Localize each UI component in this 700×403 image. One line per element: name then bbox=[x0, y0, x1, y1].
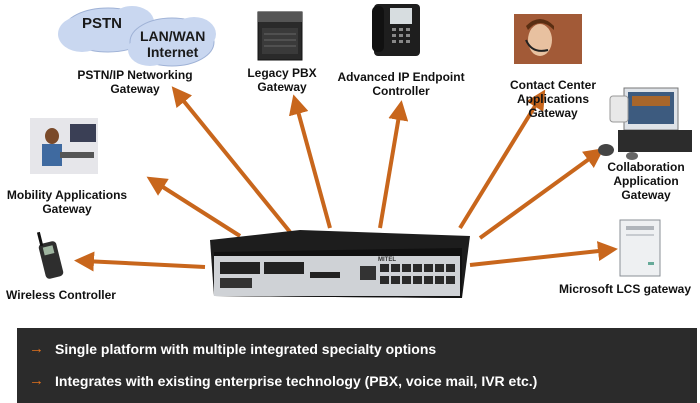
mobility-worker-icon bbox=[30, 118, 98, 174]
label-pstn-gateway: PSTN/IP Networking Gateway bbox=[60, 68, 210, 96]
lan-wan-cloud-label: LAN/WAN Internet bbox=[140, 28, 205, 60]
wireless-phone-icon bbox=[36, 231, 64, 279]
label-line: Advanced IP Endpoint bbox=[337, 70, 465, 84]
collaboration-desk-icon bbox=[598, 87, 692, 160]
device-brand: MITEL bbox=[378, 257, 396, 263]
bullet-text: Integrates with existing enterprise tech… bbox=[55, 372, 538, 389]
arrow-to-pstn-gateway bbox=[171, 86, 292, 234]
label-line: Mobility Applications bbox=[6, 188, 128, 202]
pstn-cloud-icon bbox=[58, 6, 154, 53]
label-lcs: Microsoft LCS gateway bbox=[552, 282, 698, 296]
pstn-cloud-label: PSTN bbox=[82, 16, 122, 32]
label-line: Gateway bbox=[621, 188, 671, 202]
label-line: Gateway bbox=[528, 106, 578, 120]
label-legacy-pbx: Legacy PBX Gateway bbox=[232, 66, 332, 94]
arrow-to-mobility bbox=[146, 176, 242, 238]
arrow-to-contact-center bbox=[458, 89, 546, 230]
pstn-text: PSTN bbox=[82, 15, 123, 32]
banner-bullet-2: → Integrates with existing enterprise te… bbox=[29, 372, 537, 389]
contact-center-agent-icon bbox=[514, 14, 582, 64]
label-ip-endpoint: Advanced IP Endpoint Controller bbox=[326, 70, 476, 98]
label-line: Application bbox=[613, 174, 679, 188]
ip-phone-icon bbox=[372, 4, 420, 56]
internet-text: Internet bbox=[146, 44, 199, 60]
label-mobility: Mobility Applications Gateway bbox=[0, 188, 134, 216]
label-contact-center: Contact Center Applications Gateway bbox=[498, 78, 608, 120]
arrow-to-legacy-pbx bbox=[289, 94, 332, 229]
label-line: Controller bbox=[372, 84, 430, 98]
summary-banner: → Single platform with multiple integrat… bbox=[17, 328, 697, 403]
arrow-right-icon: → bbox=[29, 372, 44, 389]
label-collaboration: Collaboration Application Gateway bbox=[596, 160, 696, 202]
arrow-to-wireless bbox=[74, 251, 206, 272]
label-line: Gateway bbox=[42, 202, 92, 216]
lan-wan-text: LAN/WAN bbox=[140, 28, 206, 44]
pbx-cabinet-icon bbox=[257, 11, 303, 61]
label-line: Microsoft LCS gateway bbox=[558, 282, 692, 296]
label-line: Legacy PBX bbox=[247, 66, 317, 80]
bullet-text: Single platform with multiple integrated… bbox=[55, 340, 437, 357]
label-line: Collaboration bbox=[607, 160, 685, 174]
arrow-to-lcs bbox=[469, 241, 618, 267]
label-line: Wireless Controller bbox=[6, 288, 116, 302]
arrow-to-collaboration bbox=[478, 148, 605, 240]
label-line: Contact Center bbox=[509, 78, 596, 92]
mitel-controller-device: MITEL bbox=[210, 230, 470, 298]
arrow-right-icon: → bbox=[29, 340, 44, 357]
label-wireless: Wireless Controller bbox=[0, 288, 122, 302]
arrow-to-ip-endpoint bbox=[378, 100, 409, 229]
label-line: PSTN/IP Networking bbox=[77, 68, 193, 82]
lan-wan-cloud-icon bbox=[128, 17, 216, 67]
server-tower-icon bbox=[619, 219, 661, 277]
label-line: Gateway bbox=[257, 80, 307, 94]
label-line: Gateway bbox=[110, 82, 160, 96]
label-line: Applications bbox=[516, 92, 589, 106]
banner-bullet-1: → Single platform with multiple integrat… bbox=[29, 340, 436, 357]
